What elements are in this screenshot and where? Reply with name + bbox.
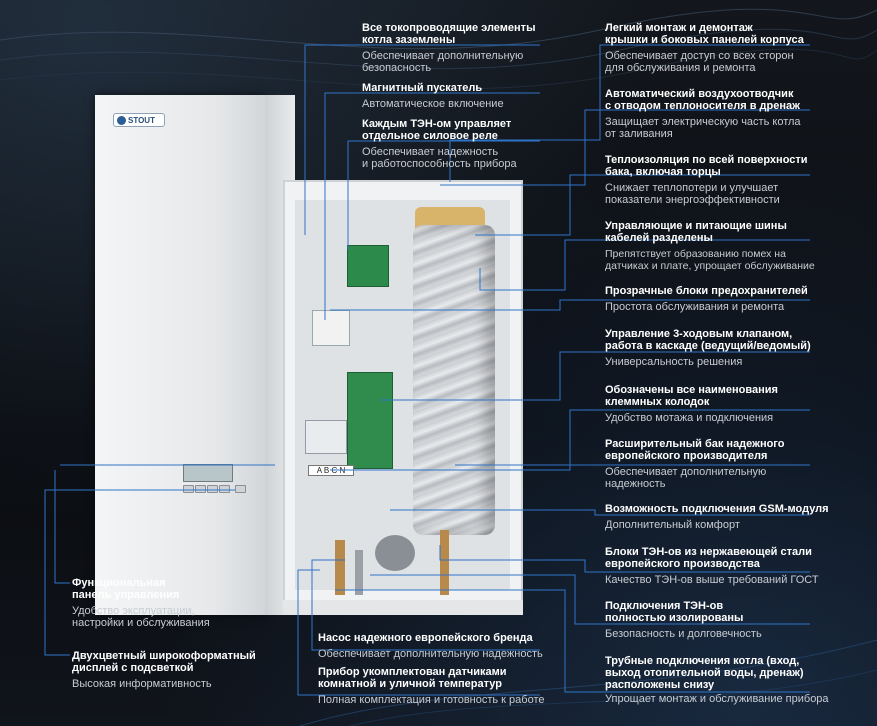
panel-button (195, 485, 206, 493)
callout-mounting: Легкий монтаж и демонтаж крышки и боковы… (605, 22, 804, 74)
callout-isolated: Подключения ТЭН-ов полностью изолированы… (605, 600, 762, 640)
callout-heaters: Блоки ТЭН-ов из нержавеющей стали европе… (605, 546, 819, 586)
panel-button (235, 485, 246, 493)
control-board (347, 372, 393, 469)
leader-line (330, 409, 810, 471)
leader-line (380, 351, 810, 401)
callout-pipes: Трубные подключения котла (вход, выход о… (605, 655, 829, 705)
callout-gsm: Возможность подключения GSM-модуля Допол… (605, 503, 829, 531)
callout-insulation: Теплоизоляция по всей поверхности бака, … (605, 154, 808, 206)
leader-line (54, 470, 70, 584)
callout-control-panel: Функциональная панель управления Удобств… (72, 577, 210, 629)
panel-button (219, 485, 230, 493)
leader-line (370, 574, 810, 625)
insulated-tank (413, 225, 495, 535)
callout-sensors: Прибор укомплектован датчиками комнатной… (318, 666, 545, 706)
leader-line (475, 174, 810, 236)
callout-pump: Насос надежного европейского бренда Обес… (318, 632, 543, 660)
callout-valve: Управление 3-ходовым клапаном, работа в … (605, 328, 811, 368)
leader-line (324, 92, 540, 320)
callout-relay: Каждым ТЭН-ом управляет отдельное силово… (362, 118, 517, 170)
leader-line (297, 569, 540, 696)
boiler-front-cover: STOUT (95, 95, 265, 615)
panel-button (183, 485, 194, 493)
circulation-pump (375, 535, 415, 571)
leader-line (390, 509, 810, 516)
callout-fuses: Прозрачные блоки предохранителей Простот… (605, 285, 808, 313)
callout-terminals: Обозначены все наименования клеммных кол… (605, 384, 778, 424)
relay-board (347, 245, 389, 287)
leader-line (347, 140, 540, 250)
leader-line (440, 109, 810, 186)
brand-logo: STOUT (113, 113, 165, 127)
leader-line (311, 559, 540, 651)
leader-line (479, 239, 810, 291)
leader-line (449, 44, 810, 182)
callout-buses: Управляющие и питающие шины кабелей разд… (605, 220, 815, 272)
callout-contactor: Магнитный пускатель Автоматическое включ… (362, 82, 504, 110)
leader-line (304, 44, 540, 235)
callout-display: Двухцветный широкоформатный дисплей с по… (72, 650, 256, 690)
pipe (335, 540, 345, 595)
leader-line (44, 489, 235, 656)
panel-button (207, 485, 218, 493)
callout-grounding: Все токопроводящие элементы котла заземл… (362, 22, 536, 74)
magnetic-contactor (312, 310, 350, 346)
pipe (355, 550, 363, 595)
callout-air-vent: Автоматический воздухоотводчик с отводом… (605, 88, 801, 140)
leader-line (335, 589, 810, 693)
terminal-blocks (305, 420, 347, 454)
callout-tank: Расширительный бак надежного европейског… (605, 438, 785, 490)
leader-line (439, 545, 810, 573)
boiler-bottom (283, 600, 523, 615)
pipe (440, 530, 449, 595)
leader-line (330, 299, 810, 311)
